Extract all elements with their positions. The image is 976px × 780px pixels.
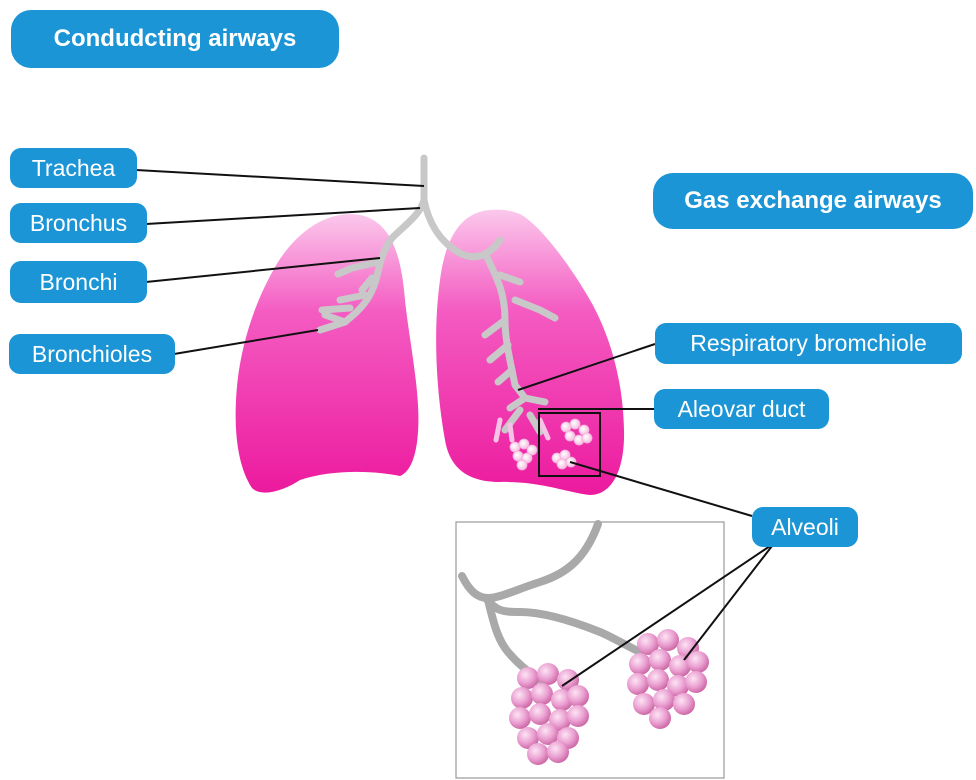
conducting-airways-heading: Condudcting airways bbox=[11, 10, 339, 68]
alveolar-duct-label: Aleovar duct bbox=[654, 389, 829, 429]
bronchioles-label: Bronchioles bbox=[9, 334, 175, 374]
bronchus-label: Bronchus bbox=[10, 203, 147, 243]
leader-trachea bbox=[136, 170, 424, 186]
respiratory-bronchiole-label: Respiratory bromchiole bbox=[655, 323, 962, 364]
left-lung bbox=[236, 214, 419, 492]
trachea-label: Trachea bbox=[10, 148, 137, 188]
leader-bronchus bbox=[146, 208, 420, 224]
gas-exchange-airways-heading: Gas exchange airways bbox=[653, 173, 973, 229]
bronchi-label: Bronchi bbox=[10, 261, 147, 303]
alveoli-label: Alveoli bbox=[752, 507, 858, 547]
